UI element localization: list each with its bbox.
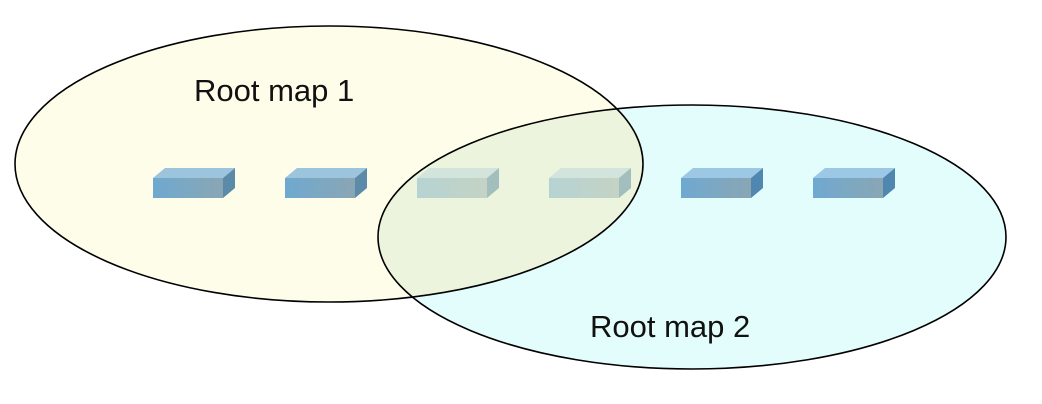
- root-map-2-outline: [377, 104, 1007, 370]
- switch-icon: [285, 168, 367, 198]
- root-map-2-label: Root map 2: [590, 309, 751, 344]
- switch-icon: [813, 168, 895, 198]
- switch-icon: [153, 168, 235, 198]
- switch-icon: [549, 168, 631, 198]
- switch-icon: [681, 168, 763, 198]
- overlap-region: [378, 105, 643, 302]
- root-map-1-label: Root map 1: [194, 73, 355, 108]
- root-map-1-outline: [14, 25, 644, 303]
- switch-icon: [417, 168, 499, 198]
